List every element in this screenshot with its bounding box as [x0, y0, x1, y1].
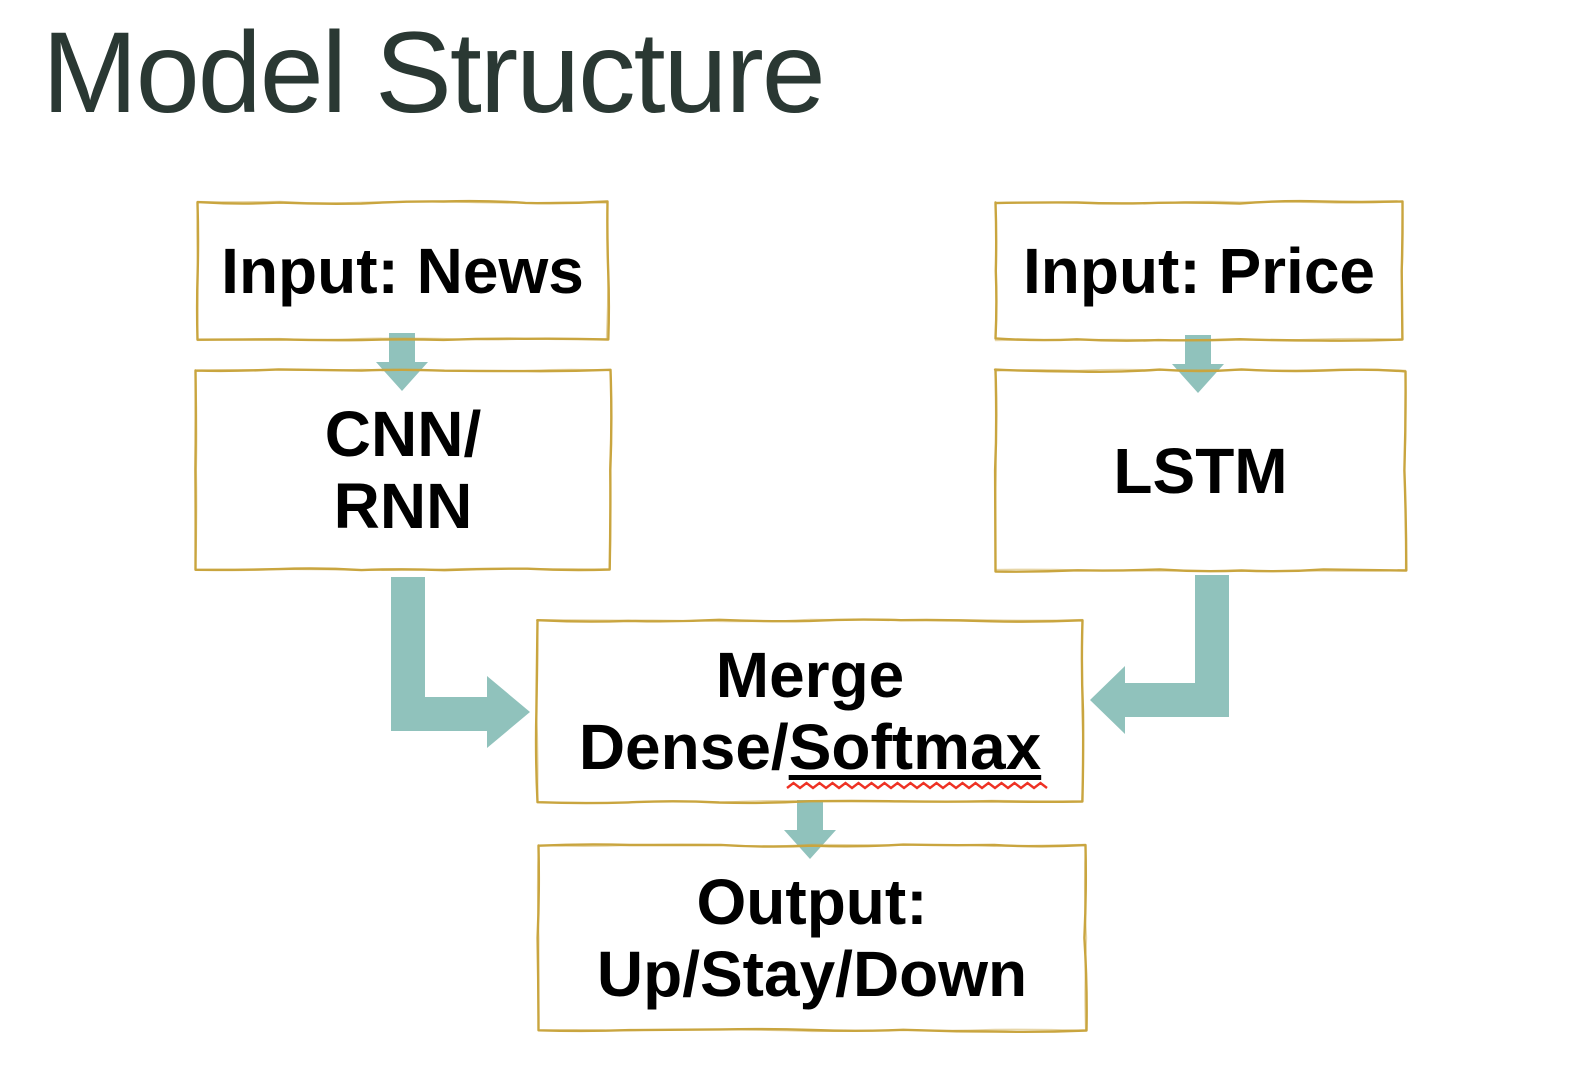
node-label-text: LSTM — [1113, 434, 1288, 507]
node-label-line1: CNN/ — [324, 398, 482, 470]
node-output: Output: Up/Stay/Down — [536, 843, 1088, 1033]
node-cnn-rnn-label: CNN/ RNN — [325, 398, 481, 542]
node-lstm: LSTM — [993, 368, 1408, 573]
slide-title: Model Structure — [42, 9, 826, 137]
dense-text: Dense/ — [578, 711, 789, 783]
softmax-underlined-text: Softmax — [785, 711, 1048, 790]
node-merge-dense-softmax: Merge Dense/Softmax — [534, 618, 1085, 805]
node-label-text: Input: Price — [1022, 235, 1376, 307]
node-input-news-label: Input: News — [221, 235, 584, 307]
arrow-lstm-to-merge — [1090, 575, 1229, 734]
node-label-line1: Output: — [696, 866, 928, 938]
node-output-label: Output: Up/Stay/Down — [597, 866, 1027, 1010]
node-cnn-rnn: CNN/ RNN — [193, 368, 613, 572]
node-label-line2: Up/Stay/Down — [596, 938, 1028, 1010]
spellcheck-squiggle — [785, 781, 1048, 790]
node-label-line2: RNN — [333, 470, 473, 542]
node-label-line2: Dense/Softmax — [578, 711, 1048, 790]
arrow-cnn-rnn-to-merge — [391, 577, 530, 748]
node-input-price-label: Input: Price — [1023, 235, 1375, 307]
node-label-line1: Merge — [715, 639, 905, 711]
node-input-news: Input: News — [195, 199, 611, 342]
node-label-text: Input: News — [221, 235, 584, 307]
node-lstm-label: LSTM — [1113, 435, 1287, 507]
node-input-price: Input: Price — [993, 199, 1405, 342]
node-merge-label: Merge Dense/Softmax — [578, 639, 1048, 790]
